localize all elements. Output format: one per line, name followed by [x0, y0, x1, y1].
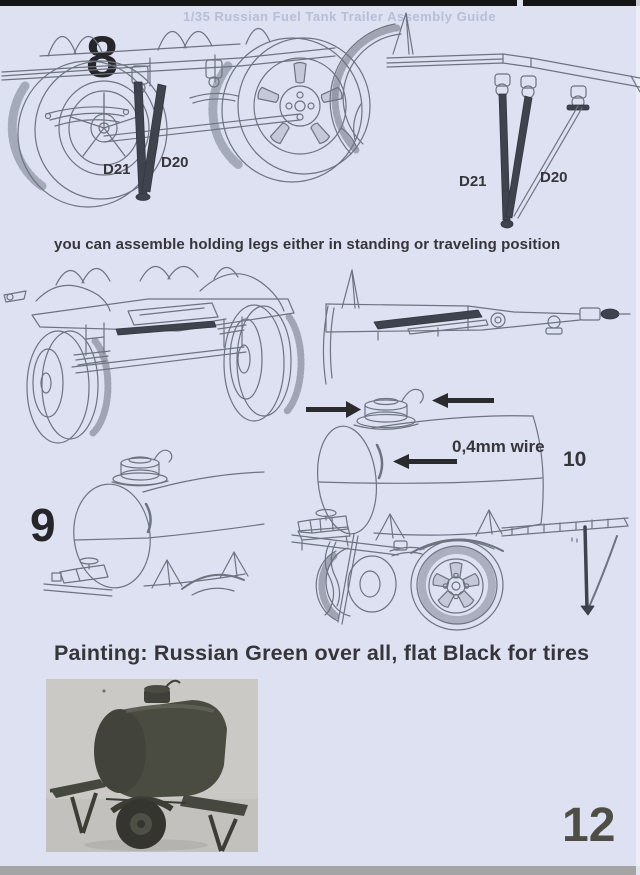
road-wheel: [410, 539, 504, 631]
diagram-chassis-traveling-legs: [3, 265, 305, 444]
arrow-left-wire-icon: [393, 454, 457, 469]
step-9-number: 9: [30, 499, 56, 551]
page-number: 12: [562, 799, 616, 852]
model-photo-art: [46, 679, 258, 852]
hidden-wheel-and-hose: [315, 533, 425, 625]
right-wheel: [223, 304, 305, 422]
scan-edge-top-left: [0, 0, 517, 6]
diagram-tank-left: [43, 449, 265, 597]
filler-cap: [111, 449, 173, 487]
filler-cap: [353, 388, 424, 430]
arrow-left-icon: [432, 393, 494, 408]
part-label-d21-right: D21: [459, 173, 487, 190]
left-wheel: [26, 330, 112, 444]
wire-note: 0,4mm wire: [452, 437, 545, 456]
scan-edge-bottom: [0, 866, 640, 875]
suspension: [44, 59, 301, 143]
painting-note: Painting: Russian Green over all, flat B…: [54, 641, 590, 665]
step-10-number: 10: [563, 448, 587, 471]
model-photo: [46, 679, 258, 852]
part-label-d21-left: D21: [103, 161, 131, 178]
deck-and-mudflaps: [3, 265, 295, 332]
ghost-header-text: 1/35 Russian Fuel Tank Trailer Assembly …: [183, 9, 496, 24]
part-label-d20-right: D20: [540, 169, 568, 186]
drain-valve: [51, 557, 109, 584]
part-label-d20-left: D20: [161, 154, 189, 171]
scan-edge-top-right: [523, 0, 640, 6]
wheel-fragment: [329, 23, 402, 155]
diagram-towbar-traveling-legs: [322, 269, 631, 385]
diagram-chassis-standing-legs: [1, 27, 371, 208]
diagram-tank-trailer-right: [291, 388, 629, 631]
scan-edge-right: [636, 0, 640, 875]
frame-and-mudflaps: [1, 27, 336, 87]
holding-legs-traveling: [373, 309, 489, 335]
holding-legs-standing: [498, 93, 583, 229]
diagram-towbar-standing-legs: [329, 12, 640, 229]
holding-legs: [580, 525, 618, 616]
model-trailer: [49, 679, 248, 852]
tank-body: [73, 471, 265, 589]
rear-platform: [501, 517, 629, 543]
towbar: [386, 12, 640, 111]
deck-cradle: [291, 509, 503, 556]
legs-position-note: you can assemble holding legs either in …: [54, 236, 561, 253]
cradle-and-fender: [43, 551, 249, 597]
arrow-right-icon: [306, 401, 361, 418]
holding-legs-standing: [133, 81, 167, 201]
towbar-side: [322, 269, 631, 385]
tank-body: [317, 415, 544, 536]
step-8-number: 8: [86, 25, 119, 90]
